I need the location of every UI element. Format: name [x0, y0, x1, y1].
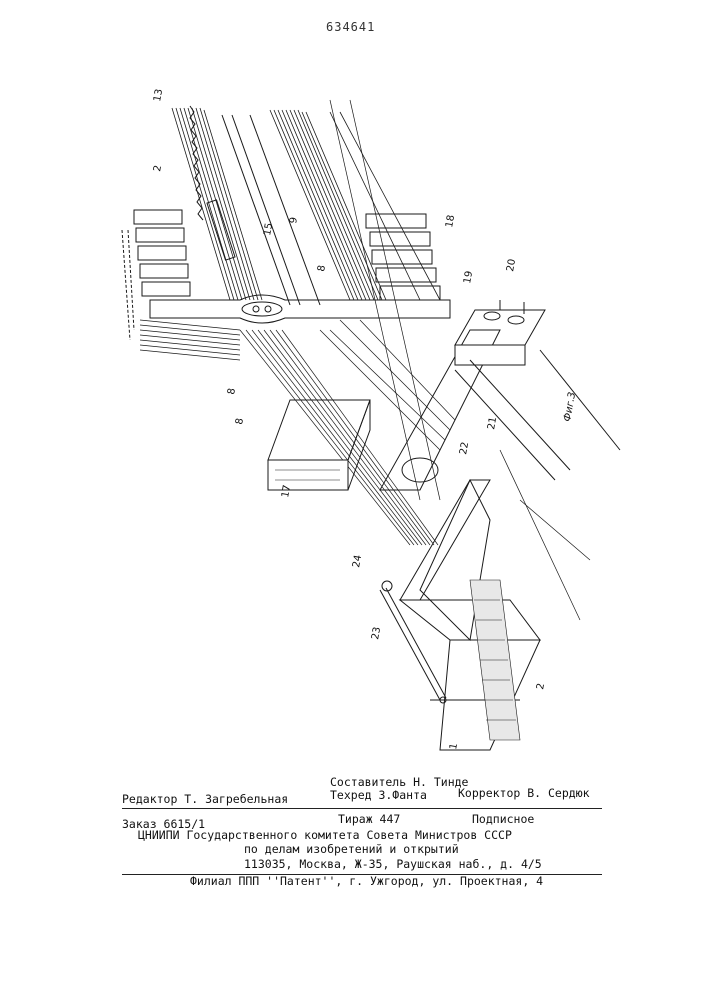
label-8-left: 8: [226, 387, 238, 395]
label-17: 17: [280, 484, 293, 498]
label-2-bottom: 2: [535, 682, 547, 690]
imprint-corrector: Корректор В. Сердюк: [458, 786, 590, 800]
imprint-branch: Филиал ППП ''Патент'', г. Ужгород, ул. П…: [190, 874, 543, 888]
imprint-editor: Редактор Т. Загребельная: [122, 792, 288, 806]
imprint-subscription: Подписное: [472, 812, 534, 826]
label-1: 1: [448, 742, 460, 750]
warp-body: [140, 320, 455, 545]
label-8-mid: 8: [234, 417, 246, 425]
imprint-tech-editor: Техред З.Фанта: [330, 788, 427, 802]
imprint-org-line2: по делам изобретений и открытий: [244, 842, 459, 856]
figure-caption: Фиг.3: [562, 391, 578, 422]
imprint-compiler: Составитель Н. Тинде: [330, 775, 468, 789]
label-15: 15: [262, 222, 275, 236]
technical-drawing-fig3: 13 2 15 9 8 18 19 20 8 8 17 21 22 24 23 …: [0, 0, 707, 780]
imprint-circulation: Тираж 447: [338, 812, 400, 826]
block-17: [268, 400, 370, 490]
label-20: 20: [505, 258, 518, 272]
heddle-stack-right-18: [366, 214, 440, 300]
label-22: 22: [458, 441, 471, 455]
warp-bundle-left: [172, 108, 262, 300]
warp-bundle-right: [270, 110, 440, 300]
board-1: [400, 480, 540, 750]
label-9: 9: [288, 216, 300, 224]
label-8-top: 8: [316, 264, 328, 272]
label-24: 24: [351, 554, 364, 568]
label-21: 21: [486, 416, 499, 430]
imprint-address: 113035, Москва, Ж-35, Раушская наб., д. …: [244, 857, 542, 871]
divider-top: [122, 808, 602, 809]
label-19: 19: [462, 270, 475, 284]
label-18: 18: [444, 214, 457, 228]
heddle-stack-left: [122, 210, 190, 340]
label-23: 23: [370, 626, 383, 640]
label-13: 13: [152, 88, 165, 102]
imprint-org-line1: ЦНИИПИ Государственного комитета Совета …: [138, 828, 512, 842]
label-2-top: 2: [152, 164, 164, 172]
